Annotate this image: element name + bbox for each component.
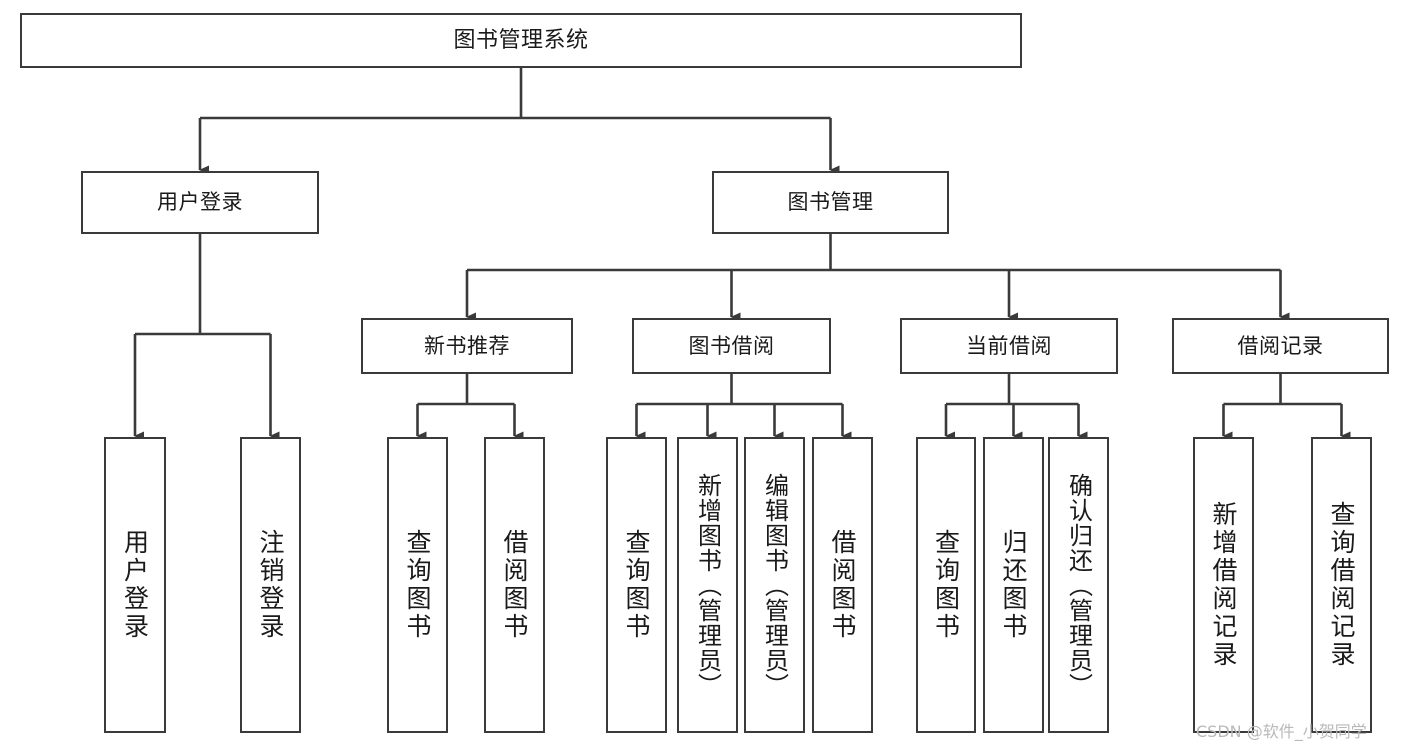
node-label-leaf-borrow-book-1: 借阅图书 xyxy=(500,529,529,641)
node-label-current-borrow: 当前借阅 xyxy=(966,333,1052,358)
node-leaf-query-book-1[interactable]: 查询图书 xyxy=(387,437,448,733)
node-label-leaf-user-login: 用户登录 xyxy=(120,529,150,641)
node-label-leaf-edit-book-admin: 编辑图书（管理员） xyxy=(760,472,789,698)
node-leaf-borrow-book-2[interactable]: 借阅图书 xyxy=(812,437,873,733)
node-label-leaf-query-borrow-record: 查询借阅记录 xyxy=(1327,501,1356,669)
node-book-borrow[interactable]: 图书借阅 xyxy=(632,318,831,374)
node-leaf-query-borrow-record[interactable]: 查询借阅记录 xyxy=(1311,437,1372,733)
node-label-leaf-add-book-admin: 新增图书（管理员） xyxy=(693,472,722,698)
node-book-manage[interactable]: 图书管理 xyxy=(712,171,949,234)
node-leaf-query-book-2[interactable]: 查询图书 xyxy=(606,437,667,733)
node-leaf-add-borrow-record[interactable]: 新增借阅记录 xyxy=(1193,437,1254,733)
node-leaf-return-book[interactable]: 归还图书 xyxy=(983,437,1044,733)
node-label-book-borrow: 图书借阅 xyxy=(688,333,775,358)
node-new-book-recommend[interactable]: 新书推荐 xyxy=(361,318,573,374)
node-label-root: 图书管理系统 xyxy=(453,27,589,53)
edges-group xyxy=(133,68,1351,441)
node-label-book-manage: 图书管理 xyxy=(787,190,874,215)
node-leaf-edit-book-admin[interactable]: 编辑图书（管理员） xyxy=(744,437,805,733)
node-root[interactable]: 图书管理系统 xyxy=(20,13,1022,68)
node-leaf-query-book-3[interactable]: 查询图书 xyxy=(916,437,976,733)
node-label-leaf-query-book-3: 查询图书 xyxy=(931,529,961,641)
watermark: CSDN @软件_小贺同学 xyxy=(1196,722,1367,741)
node-label-leaf-return-book: 归还图书 xyxy=(999,529,1028,641)
node-label-leaf-query-book-2: 查询图书 xyxy=(622,529,651,641)
node-label-new-book-recommend: 新书推荐 xyxy=(424,333,510,358)
node-borrow-record[interactable]: 借阅记录 xyxy=(1172,318,1389,374)
node-leaf-user-logout[interactable]: 注销登录 xyxy=(240,437,301,733)
node-user-login[interactable]: 用户登录 xyxy=(81,171,319,234)
node-leaf-add-book-admin[interactable]: 新增图书（管理员） xyxy=(677,437,738,733)
node-label-borrow-record: 借阅记录 xyxy=(1237,333,1324,358)
node-leaf-user-login[interactable]: 用户登录 xyxy=(104,437,166,733)
node-leaf-confirm-return-admin[interactable]: 确认归还（管理员） xyxy=(1048,437,1109,733)
node-current-borrow[interactable]: 当前借阅 xyxy=(900,318,1118,374)
node-leaf-borrow-book-1[interactable]: 借阅图书 xyxy=(484,437,545,733)
node-label-leaf-confirm-return-admin: 确认归还（管理员） xyxy=(1064,472,1093,698)
node-label-leaf-query-book-1: 查询图书 xyxy=(403,529,432,641)
node-label-leaf-borrow-book-2: 借阅图书 xyxy=(828,529,857,641)
node-label-leaf-add-borrow-record: 新增借阅记录 xyxy=(1209,501,1238,669)
node-label-user-login: 用户登录 xyxy=(157,190,243,215)
node-label-leaf-user-logout: 注销登录 xyxy=(256,529,285,641)
